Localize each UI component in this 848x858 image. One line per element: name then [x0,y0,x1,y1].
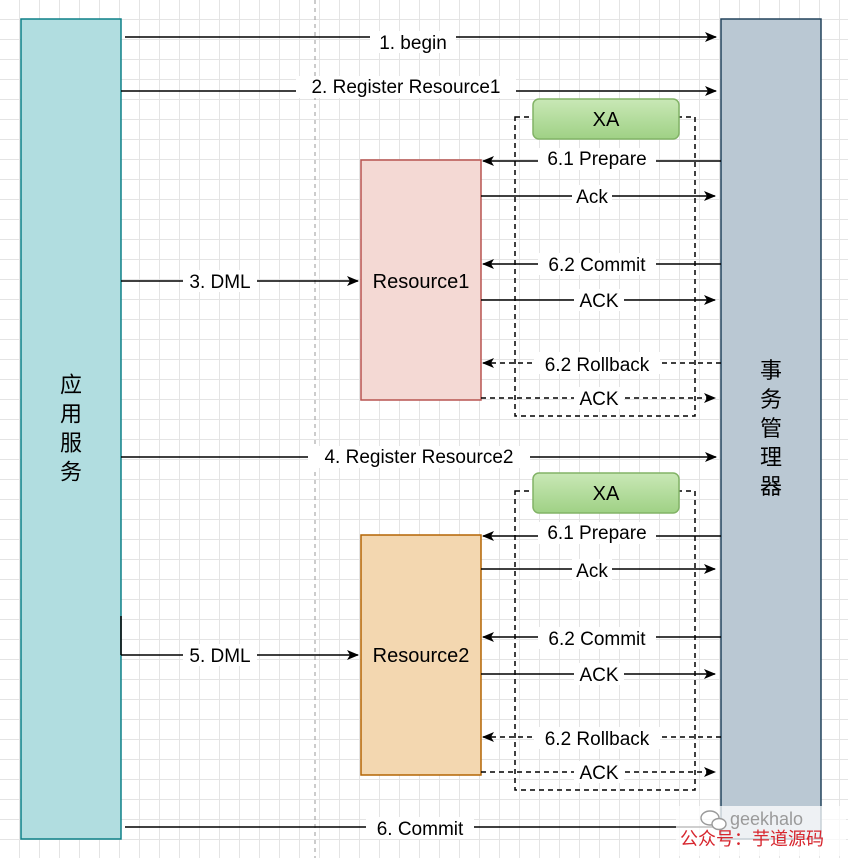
xa-badge-1 [532,98,680,140]
step-register2-label: 4. Register Resource2 [324,447,513,468]
resource2-box [360,534,482,776]
r1-ack-prepare-label: Ack [576,187,608,208]
r2-rollback-label: 6.2 Rollback [545,729,650,750]
r1-ack-commit-message: ACK [481,289,716,312]
r2-rollback-message: 6.2 Rollback [482,727,721,750]
r2-ack-prepare-label: Ack [576,561,608,582]
step-register1-label: 2. Register Resource1 [311,77,500,98]
r2-commit-message: 6.2 Commit [482,627,721,650]
r1-rollback-label: 6.2 Rollback [545,355,650,376]
step-register2-message: 4. Register Resource2 [121,446,717,468]
r1-ack-prepare-message: Ack [481,185,716,208]
r1-prepare-message: 6.1 Prepare [482,148,721,170]
watermark: geekhalo 公众号：芋道源码 [676,806,846,856]
r1-ack-rollback-label: ACK [579,389,618,410]
r2-ack-prepare-message: Ack [481,559,716,582]
r1-ack-commit-label: ACK [579,291,618,312]
step-begin-message: 1. begin [125,31,717,54]
step-dml2-label: 5. DML [189,646,250,667]
xa-badge-2-label: XA [593,483,620,505]
r1-ack-rollback-message: ACK [481,387,716,410]
r1-commit-label: 6.2 Commit [548,255,646,276]
resource2-label: Resource2 [373,645,470,667]
step-dml2-message: 5. DML [120,616,359,667]
r2-ack-commit-label: ACK [579,665,618,686]
app-service-label: 应用服务 [60,373,82,485]
r1-commit-message: 6.2 Commit [482,253,721,276]
xa-badge-2 [532,472,680,514]
xa-badge-1-label: XA [593,109,620,131]
step-dml1-message: 3. DML [121,270,359,293]
r2-commit-label: 6.2 Commit [548,629,646,650]
r1-prepare-label: 6.1 Prepare [547,149,646,170]
r1-rollback-message: 6.2 Rollback [482,352,721,376]
step-dml1-label: 3. DML [189,272,250,293]
watermark-account: geekhalo [730,809,803,829]
r2-ack-rollback-label: ACK [579,763,618,784]
step-begin-label: 1. begin [379,33,447,54]
r2-prepare-label: 6.1 Prepare [547,523,646,544]
app-service-box [20,18,122,840]
wechat-icon [700,810,727,831]
transaction-manager-label-text: 事务管理器 [760,358,782,499]
resource1-box [360,159,482,401]
resource1-label: Resource1 [373,271,470,293]
transaction-manager-label: 事务管理器 [760,358,782,499]
r2-prepare-message: 6.1 Prepare [482,522,721,544]
r2-ack-commit-message: ACK [481,663,716,686]
watermark-source: 公众号：芋道源码 [680,829,824,849]
step-commit-label: 6. Commit [377,819,464,840]
app-service-label-text: 应用服务 [60,373,82,485]
step-register1-message: 2. Register Resource1 [121,76,717,98]
r2-ack-rollback-message: ACK [481,761,716,784]
step-commit-message: 6. Commit [125,817,721,840]
